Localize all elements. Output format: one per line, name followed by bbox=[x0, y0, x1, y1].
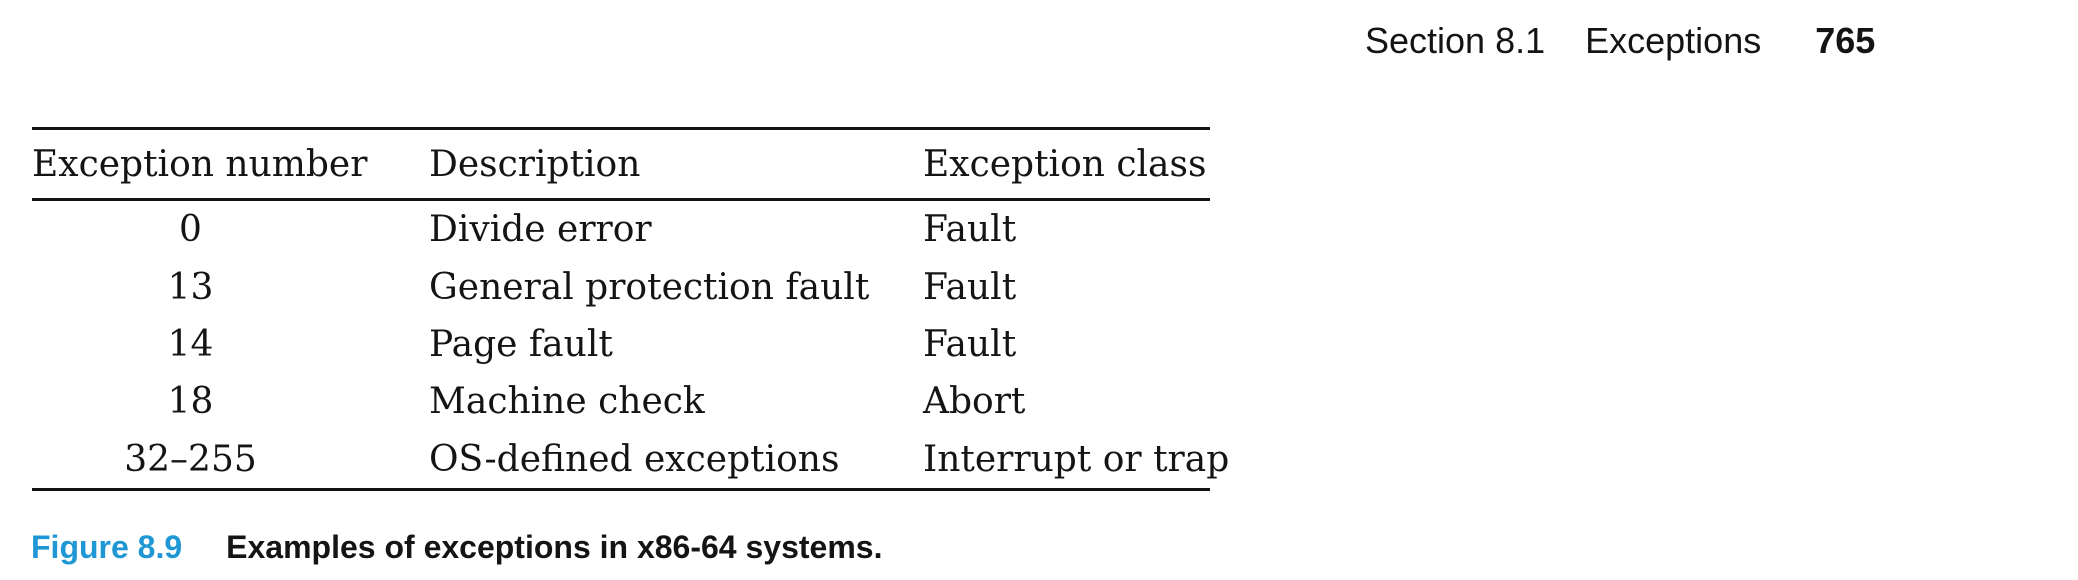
figure-caption: Figure 8.9 Examples of exceptions in x86-… bbox=[31, 528, 882, 566]
exceptions-table: Exception number Description Exception c… bbox=[32, 127, 1230, 491]
running-head-section: Section 8.1 bbox=[1365, 20, 1546, 61]
table-row: 0 Divide error Fault bbox=[32, 201, 1210, 258]
cell-exception-number: 18 bbox=[167, 381, 214, 423]
cell-exception-number: 32–255 bbox=[124, 438, 257, 480]
table-row: 14 Page fault Fault bbox=[32, 316, 1210, 373]
table-row: 18 Machine check Abort bbox=[32, 373, 1210, 430]
cell-exception-class: Fault bbox=[923, 209, 1017, 251]
cell-exception-class: Fault bbox=[923, 266, 1017, 308]
table-row: 13 General protection fault Fault bbox=[32, 258, 1210, 315]
cell-exception-class: Fault bbox=[923, 323, 1017, 365]
cell-description: Page fault bbox=[429, 323, 613, 365]
running-head: Section 8.1 Exceptions 765 bbox=[1365, 22, 1875, 60]
cell-description: Divide error bbox=[429, 209, 652, 251]
table-header-row: Exception number Description Exception c… bbox=[32, 130, 1210, 198]
table-row: 32–255 OS-defined exceptions Interrupt o… bbox=[32, 431, 1230, 488]
cell-exception-number: 14 bbox=[167, 323, 214, 365]
cell-description: Machine check bbox=[429, 381, 705, 423]
cell-exception-number: 13 bbox=[167, 266, 214, 308]
table-body: 0 Divide error Fault 13 General protecti… bbox=[32, 201, 1230, 488]
cell-description: General protection fault bbox=[429, 266, 870, 308]
figure-caption-text: Examples of exceptions in x86-64 systems… bbox=[226, 529, 883, 565]
cell-exception-class: Interrupt or trap bbox=[923, 438, 1230, 480]
cell-exception-number: 0 bbox=[179, 209, 202, 251]
table-header-rule bbox=[32, 198, 1210, 201]
column-header-exception-number: Exception number bbox=[32, 143, 368, 185]
page-number: 765 bbox=[1815, 20, 1876, 61]
table-bottom-rule bbox=[32, 487, 1210, 491]
column-header-exception-class: Exception class bbox=[923, 143, 1207, 185]
cell-exception-class: Abort bbox=[923, 381, 1026, 423]
running-head-chapter-title: Exceptions bbox=[1585, 20, 1762, 61]
figure-caption-label: Figure 8.9 bbox=[31, 529, 183, 565]
column-header-description: Description bbox=[429, 143, 641, 185]
table-top-rule bbox=[32, 127, 1210, 130]
cell-description: OS-defined exceptions bbox=[429, 438, 840, 480]
